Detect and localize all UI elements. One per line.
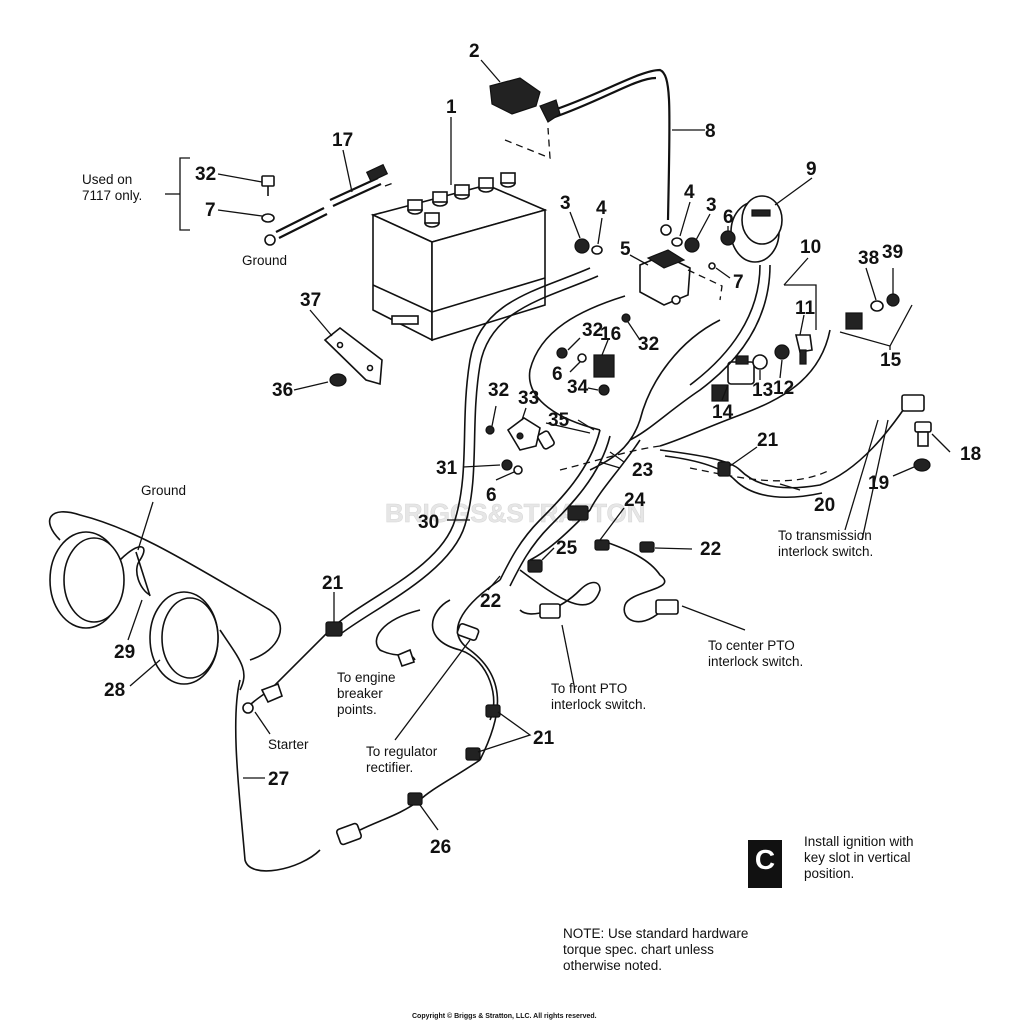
starter-label: Starter xyxy=(268,737,309,752)
callout-32: 32 xyxy=(488,380,509,401)
callout-35: 35 xyxy=(548,410,570,431)
center-pto-label: To center PTO interlock switch. xyxy=(708,638,804,669)
callout-15: 15 xyxy=(880,350,902,371)
callout-36: 36 xyxy=(272,380,293,401)
callout-6: 6 xyxy=(723,207,734,228)
used-on-line1: Used on xyxy=(82,172,133,187)
callout-4: 4 xyxy=(684,182,695,203)
fuse-block xyxy=(593,354,615,378)
used-on-line2: 7117 only. xyxy=(82,188,143,203)
callout-10: 10 xyxy=(800,237,821,258)
callout-22: 22 xyxy=(700,539,721,560)
negative-cable xyxy=(264,163,389,246)
callout-6: 6 xyxy=(486,485,497,506)
callout-32: 32 xyxy=(638,334,659,355)
hour-meter xyxy=(730,195,783,263)
interlock-switch xyxy=(845,312,863,330)
callout-13: 13 xyxy=(752,380,773,401)
callout-20: 20 xyxy=(814,495,835,516)
callout-8: 8 xyxy=(705,121,716,142)
callout-31: 31 xyxy=(436,458,458,479)
callout-4: 4 xyxy=(596,198,607,219)
callout-7: 7 xyxy=(733,272,744,293)
callout-12: 12 xyxy=(773,378,794,399)
callout-11: 11 xyxy=(795,298,816,319)
callout-22: 22 xyxy=(480,591,501,612)
callout-30: 30 xyxy=(418,512,439,533)
callout-21: 21 xyxy=(322,573,344,594)
callout-34: 34 xyxy=(567,377,589,398)
instruction-text: Install ignition with key slot in vertic… xyxy=(804,834,914,881)
callout-6: 6 xyxy=(552,364,563,385)
engine-breaker-label: To engine breaker points. xyxy=(337,670,396,717)
callout-7: 7 xyxy=(205,200,216,221)
main-harness xyxy=(234,264,911,872)
instruction-c-badge: C xyxy=(748,840,782,888)
ground-label-battery: Ground xyxy=(242,253,288,268)
callout-14: 14 xyxy=(712,402,734,423)
callout-39: 39 xyxy=(882,242,903,263)
relay xyxy=(506,417,541,451)
callout-26: 26 xyxy=(430,837,451,858)
transmission-label: To transmission interlock switch. xyxy=(778,528,874,559)
ignition-switch xyxy=(711,334,813,402)
positive-cable xyxy=(547,68,671,221)
callout-25: 25 xyxy=(556,538,578,559)
callout-9: 9 xyxy=(806,159,817,180)
battery-bracket xyxy=(323,326,383,386)
callout-3: 3 xyxy=(706,195,717,216)
bracket xyxy=(179,157,190,231)
callout-32: 32 xyxy=(582,320,603,341)
callout-16: 16 xyxy=(600,324,621,345)
callout-37: 37 xyxy=(300,290,321,311)
battery-cells xyxy=(407,172,516,228)
regulator-label: To regulator rectifier. xyxy=(366,744,438,775)
callout-17: 17 xyxy=(332,130,353,151)
callout-24: 24 xyxy=(624,490,646,511)
callout-28: 28 xyxy=(104,680,125,701)
headlights xyxy=(48,511,282,691)
callout-29: 29 xyxy=(114,642,135,663)
callout-21: 21 xyxy=(533,728,555,749)
callout-numbers: 1 2 3 4 4 3 6 5 7 8 9 10 11 12 13 14 15 … xyxy=(104,41,981,858)
callout-18: 18 xyxy=(960,444,981,465)
callout-1: 1 xyxy=(446,97,457,118)
ground-label-lights: Ground xyxy=(141,483,187,498)
terminal-cover xyxy=(489,77,541,115)
solenoid xyxy=(639,249,691,306)
used-on-note: Used on 7117 only. xyxy=(82,172,142,204)
torque-note: NOTE: Use standard hardware torque spec.… xyxy=(563,926,749,973)
callout-32: 32 xyxy=(195,164,216,185)
callout-23: 23 xyxy=(632,460,653,481)
callout-5: 5 xyxy=(620,239,631,260)
callout-19: 19 xyxy=(868,473,889,494)
battery xyxy=(370,172,548,342)
callout-21: 21 xyxy=(757,430,779,451)
watermark: BRIGGS&STRATTON xyxy=(385,498,645,528)
callout-27: 27 xyxy=(268,769,289,790)
callout-33: 33 xyxy=(518,388,539,409)
callout-38: 38 xyxy=(858,248,879,269)
front-pto-label: To front PTO interlock switch. xyxy=(551,681,647,712)
callout-2: 2 xyxy=(469,41,480,62)
callout-3: 3 xyxy=(560,193,571,214)
copyright: Copyright © Briggs & Stratton, LLC. All … xyxy=(412,1013,597,1020)
bolt-and-nut xyxy=(913,421,932,472)
